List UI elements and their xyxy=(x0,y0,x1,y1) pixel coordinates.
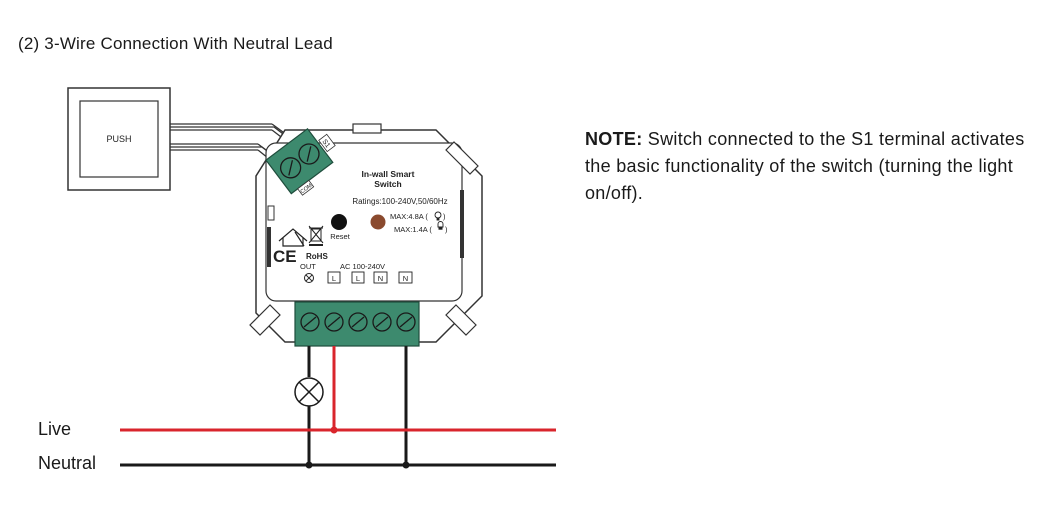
out-label: OUT xyxy=(300,262,316,271)
push-switch: PUSH xyxy=(67,87,171,191)
input-terminal-block: S1 COM xyxy=(265,127,336,196)
device-slot-left xyxy=(267,227,271,267)
note-title: NOTE: xyxy=(585,129,643,149)
smart-switch-body xyxy=(249,123,483,343)
max-led-rating: MAX:1.4A ( xyxy=(394,225,432,234)
ce-mark: CE xyxy=(273,247,297,266)
indoor-use-icon xyxy=(278,228,308,247)
ac-voltage-label: AC 100-240V xyxy=(340,262,385,271)
push-switch-button xyxy=(79,100,159,178)
terminal-label-3: N xyxy=(378,274,383,283)
input-terminal-housing xyxy=(265,127,334,195)
lamp-icon xyxy=(294,377,324,407)
live-junction xyxy=(330,426,338,434)
weee-bin-icon xyxy=(308,225,324,246)
diagram-heading: (2) 3-Wire Connection With Neutral Lead xyxy=(18,34,333,53)
terminal-label-4: N xyxy=(403,274,408,283)
device-name-line1: In-wall Smart xyxy=(362,169,415,179)
live-label: Live xyxy=(38,419,72,439)
bulb-icon xyxy=(434,211,442,221)
neutral-junction-lamp xyxy=(305,461,313,469)
device-name-line2: Switch xyxy=(374,179,401,189)
lamp-symbol-small xyxy=(304,273,314,283)
terminal-label-1: L xyxy=(332,274,336,283)
reset-label: Reset xyxy=(330,232,351,241)
reset-button xyxy=(331,214,347,230)
device-slot-right xyxy=(460,190,464,258)
neutral-label: Neutral xyxy=(38,453,97,473)
svg-text:): ) xyxy=(445,225,448,234)
output-terminal-block xyxy=(294,301,420,347)
svg-text:): ) xyxy=(443,212,446,221)
terminal-label-2: L xyxy=(356,274,360,283)
s1-terminal-label: S1 xyxy=(320,138,331,149)
terminal-label-row: L L N N xyxy=(327,271,413,284)
note-body: Switch connected to the S1 terminal acti… xyxy=(585,129,1025,203)
device-clip-top xyxy=(352,123,382,134)
neutral-junction-device xyxy=(402,461,410,469)
push-label: PUSH xyxy=(106,134,131,144)
rohs-mark: RoHS xyxy=(306,252,328,261)
note-text: NOTE: Switch connected to the S1 termina… xyxy=(585,126,1025,207)
device-ratings: Ratings:100-240V,50/60Hz xyxy=(352,197,447,206)
led-bulb-icon xyxy=(437,221,444,230)
status-led xyxy=(370,214,386,230)
max-lamp-rating: MAX:4.8A ( xyxy=(390,212,428,221)
